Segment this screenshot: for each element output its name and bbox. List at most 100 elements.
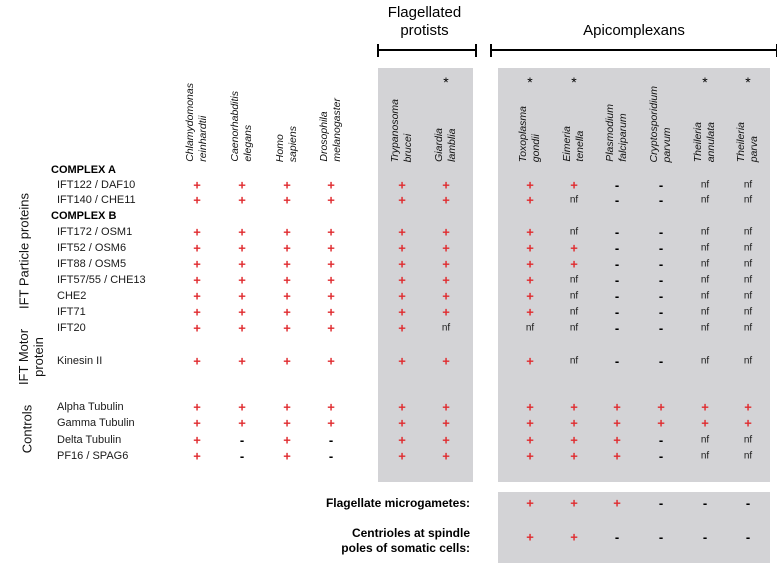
presence-cell: + [701,399,709,415]
asterisk-marker: * [443,74,449,90]
row-label: IFT88 / OSM5 [57,258,127,270]
presence-cell: + [283,192,291,208]
presence-cell: + [526,224,534,240]
presence-cell: + [442,256,450,272]
presence-cell: + [238,192,246,208]
presence-cell: + [327,240,335,256]
presence-cell: nf [743,355,753,367]
presence-cell: - [658,240,664,256]
presence-cell: + [613,399,621,415]
presence-cell: + [442,240,450,256]
row-label: IFT122 / DAF10 [57,179,136,191]
presence-cell: + [398,448,406,464]
row-label: IFT20 [57,322,86,334]
presence-cell: + [398,288,406,304]
presence-cell: + [398,256,406,272]
presence-cell: + [442,192,450,208]
presence-cell: + [283,415,291,431]
presence-cell: + [744,399,752,415]
presence-cell: - [614,320,620,336]
presence-cell: + [283,272,291,288]
presence-cell: + [526,192,534,208]
presence-cell: + [193,448,201,464]
presence-cell: + [398,272,406,288]
presence-cell: + [238,399,246,415]
presence-cell: + [283,256,291,272]
presence-cell: + [526,495,534,511]
presence-cell: - [745,495,751,511]
presence-cell: nf [743,290,753,302]
presence-cell: + [398,432,406,448]
presence-cell: + [613,415,621,431]
presence-cell: + [193,288,201,304]
presence-cell: + [526,529,534,545]
presence-cell: - [658,448,664,464]
presence-cell: + [327,224,335,240]
presence-cell: nf [525,322,535,334]
presence-cell: + [526,256,534,272]
presence-cell: + [238,224,246,240]
presence-cell: - [239,432,245,448]
presence-cell: + [442,288,450,304]
presence-cell: nf [743,306,753,318]
presence-cell: + [283,320,291,336]
presence-cell: nf [700,306,710,318]
section-label-controls: Controls [19,404,35,454]
asterisk-marker: * [571,74,577,90]
presence-cell: nf [569,322,579,334]
presence-cell: nf [700,434,710,446]
presence-cell: + [193,256,201,272]
presence-cell: - [658,529,664,545]
presence-cell: nf [569,355,579,367]
organism-header-eimeria-tenella: Eimeria tenella [561,126,586,162]
presence-cell: + [283,224,291,240]
bottom-row-label-flagellate-microgametes: Flagellate microgametes: [325,496,470,510]
presence-cell: + [193,432,201,448]
presence-cell: + [327,399,335,415]
presence-cell: - [614,192,620,208]
presence-cell: + [283,177,291,193]
presence-cell: + [442,304,450,320]
row-label: IFT172 / OSM1 [57,226,133,238]
presence-cell: nf [700,355,710,367]
presence-cell: + [238,320,246,336]
presence-cell: + [193,353,201,369]
presence-cell: nf [743,226,753,238]
presence-cell: nf [700,226,710,238]
presence-cell: nf [569,226,579,238]
presence-cell: nf [569,290,579,302]
presence-cell: + [570,399,578,415]
organism-header-theileria-parva: Theileria parva [735,121,760,162]
presence-cell: + [193,177,201,193]
presence-cell: + [398,192,406,208]
presence-cell: + [570,495,578,511]
presence-cell: + [442,353,450,369]
section-label-ift-particle-proteins: IFT Particle proteins [16,192,32,310]
presence-cell: nf [743,450,753,462]
presence-cell: - [614,256,620,272]
bracket-apicomplexans [490,44,777,57]
presence-cell: + [657,415,665,431]
presence-cell: + [238,415,246,431]
presence-cell: nf [700,179,710,191]
presence-cell: + [701,415,709,431]
presence-cell: + [442,432,450,448]
presence-cell: + [526,177,534,193]
presence-cell: nf [700,322,710,334]
presence-cell: - [614,272,620,288]
row-label: IFT71 [57,306,86,318]
row-label: IFT140 / CHE11 [57,194,136,206]
presence-cell: + [570,256,578,272]
presence-cell: + [613,495,621,511]
organism-header-trypanosoma-brucei: Trypanosoma brucei [389,98,414,162]
presence-cell: + [398,415,406,431]
presence-cell: nf [700,290,710,302]
presence-cell: + [193,304,201,320]
presence-cell: nf [569,274,579,286]
presence-cell: nf [700,258,710,270]
presence-cell: + [570,177,578,193]
group-title-apicomplexans: Apicomplexans [583,22,685,39]
presence-cell: + [193,272,201,288]
organism-header-plasmodium-falciparum: Plasmodium falciparum [604,104,629,162]
